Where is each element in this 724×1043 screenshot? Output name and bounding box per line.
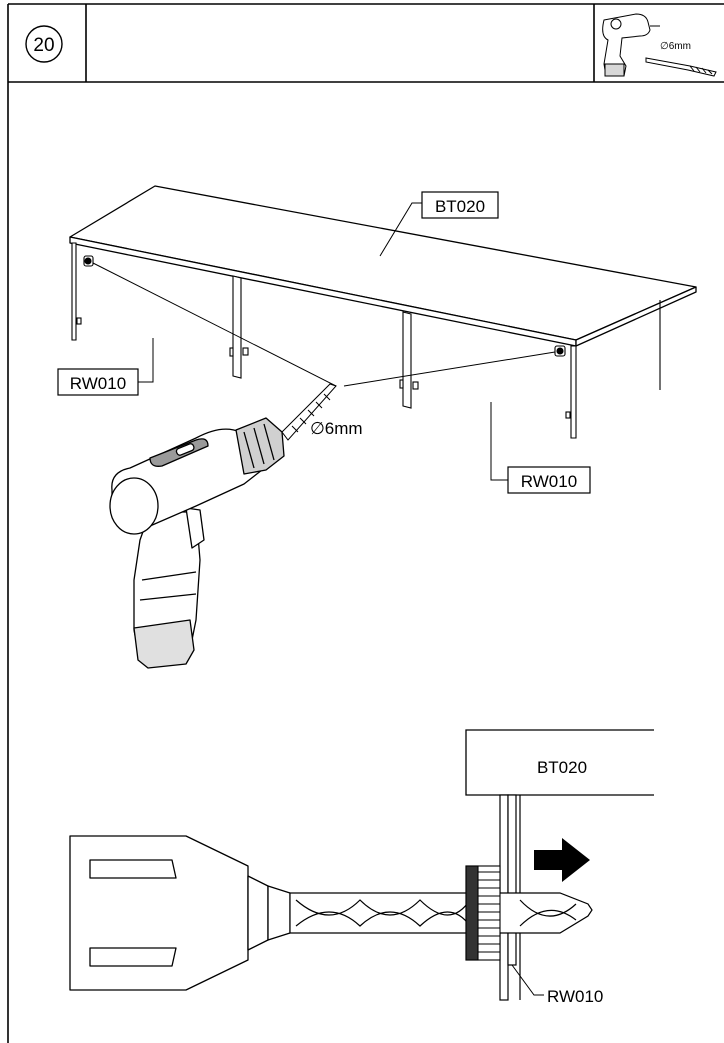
step-number-badge: 20 [25,25,63,63]
drill-tool-icon [602,13,660,77]
tabletop-part-label: BT020 [435,197,485,216]
detail-wall-plug [465,865,501,961]
label-rw010-left: RW010 [57,338,154,396]
label-rw010-detail: RW010 [511,964,603,1006]
detail-drill-bit [289,892,593,934]
drill-bit [281,383,337,441]
detail-tabletop-bt020: BT020 [465,729,654,796]
rail-part-label-right: RW010 [521,472,577,491]
rail-rw010-left [71,242,94,341]
detail-tabletop-label: BT020 [537,758,587,777]
drill-guide-lines [92,262,556,387]
detail-drill-chuck [69,835,291,991]
detail-rail-label: RW010 [547,987,603,1006]
tool-drill-bit-size: ∅6mm [660,41,691,52]
rail-part-label-left: RW010 [70,374,126,393]
drill-bit-size-label: ∅6mm [310,419,363,438]
rail-rw010-mid-right [399,311,419,409]
rail-rw010-mid-left [229,275,249,379]
label-rw010-right: RW010 [490,402,591,494]
rail-rw010-right [554,300,661,439]
cordless-drill [109,417,285,669]
direction-arrow [534,838,590,882]
step-number: 20 [33,35,54,56]
tabletop-bt020 [69,185,697,347]
page-frame [7,3,724,1043]
label-bt020-main: BT020 [379,191,499,257]
drill-bit-icon [645,57,717,77]
